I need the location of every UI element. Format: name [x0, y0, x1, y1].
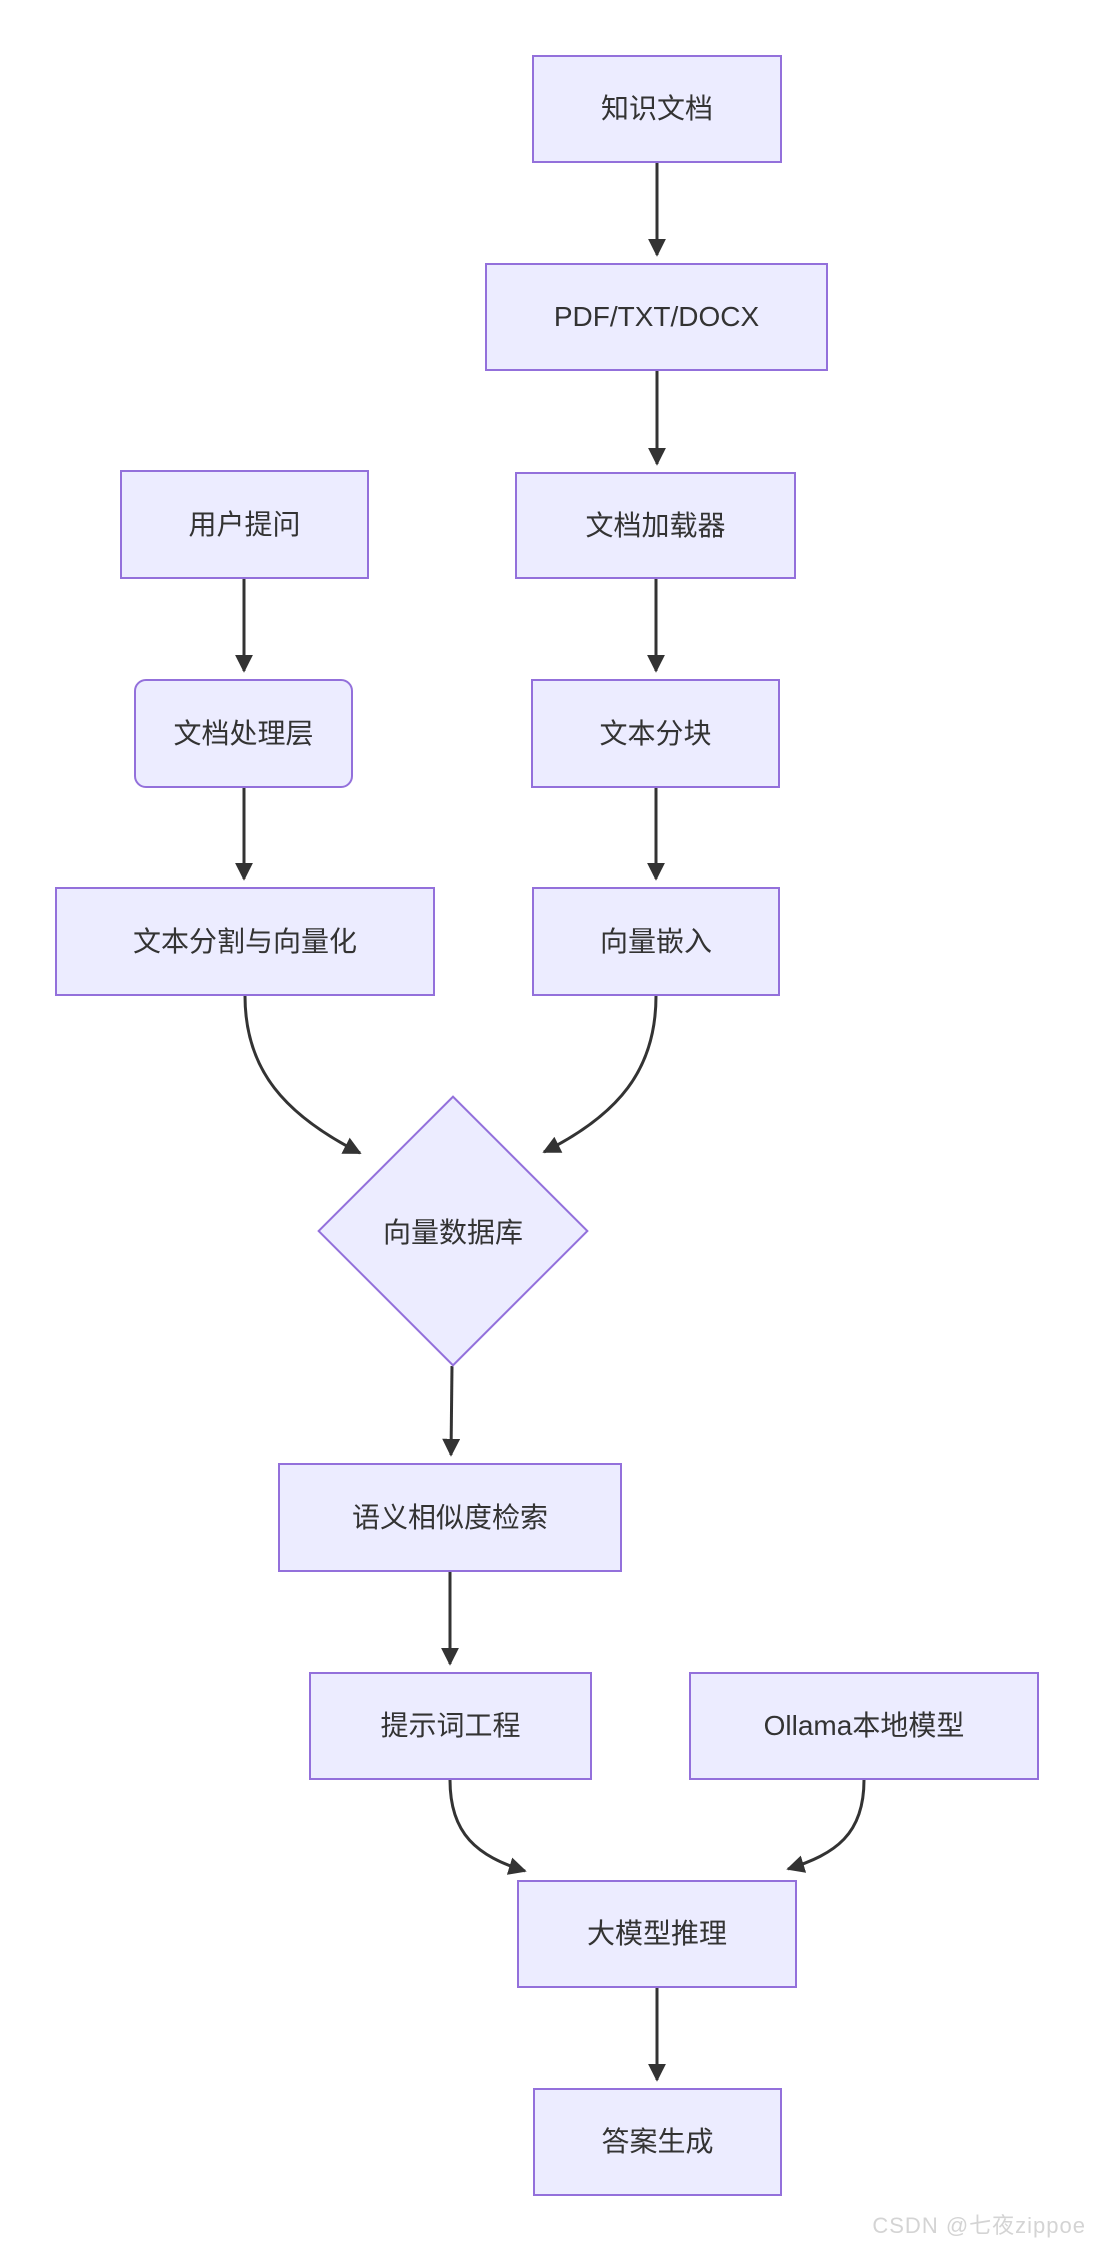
- node-llm-inference: 大模型推理: [517, 1880, 797, 1988]
- edge-vector-db-to-semantic-retrieval: [442, 1365, 461, 1457]
- edge-prompt-engineering-to-llm-inference: [448, 1779, 527, 1875]
- node-vector-embedding: 向量嵌入: [532, 887, 780, 996]
- node-text-split-vectorize: 文本分割与向量化: [55, 887, 435, 996]
- edge-text-split-to-vector-db: [243, 995, 362, 1155]
- node-vector-db-label: 向量数据库: [382, 1217, 523, 1248]
- node-doc-loader: 文档加载器: [515, 472, 796, 579]
- node-prompt-engineering: 提示词工程: [309, 1672, 592, 1780]
- node-doc-processing: 文档处理层: [134, 679, 353, 788]
- edge-vector-embedding-to-vector-db: [542, 995, 658, 1154]
- node-user-question: 用户提问: [120, 470, 369, 579]
- node-answer-generation: 答案生成: [533, 2088, 782, 2196]
- edge-ollama-model-to-llm-inference: [786, 1779, 866, 1873]
- node-text-chunking: 文本分块: [531, 679, 780, 788]
- node-knowledge-doc: 知识文档: [532, 55, 782, 163]
- node-pdf-source: PDF/TXT/DOCX: [485, 263, 828, 371]
- node-semantic-retrieval: 语义相似度检索: [278, 1463, 622, 1572]
- csdn-watermark: CSDN @七夜zippoe: [872, 2213, 1086, 2238]
- node-ollama-model: Ollama本地模型: [689, 1672, 1039, 1780]
